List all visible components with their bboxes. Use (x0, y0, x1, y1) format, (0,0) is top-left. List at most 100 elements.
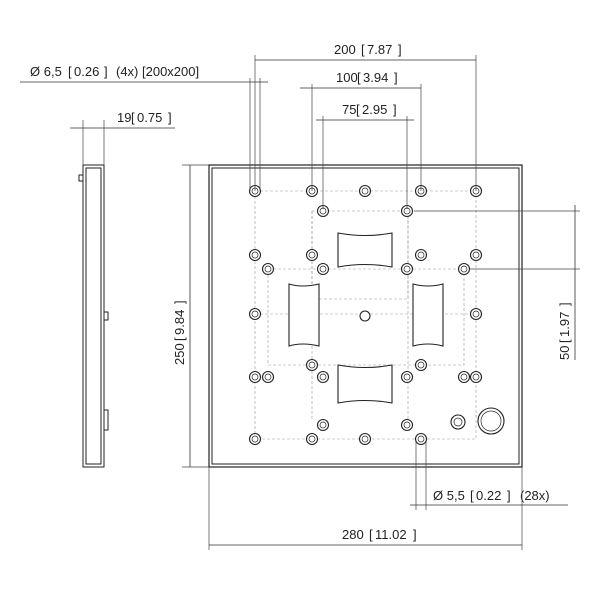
mount-hole-inner (308, 361, 316, 369)
mount-hole (305, 358, 319, 372)
mount-hole-inner (472, 251, 480, 259)
mount-hole (316, 418, 330, 432)
mount-hole-inner (264, 373, 272, 381)
hole-spec-count-label: (4x) [200x200] (116, 64, 199, 79)
cable-slots (288, 232, 444, 404)
bracket-close: ] (507, 488, 511, 503)
mount-hole (316, 262, 330, 276)
dim-100-label: 100 (336, 70, 358, 85)
mount-hole (400, 418, 414, 432)
mount-hole-inner (417, 361, 425, 369)
mount-hole-inner (308, 435, 316, 443)
thickness-label: 19 (117, 110, 131, 125)
bracket-close: ] (398, 42, 402, 57)
mount-hole-inner (251, 435, 259, 443)
mount-hole-inner (361, 435, 369, 443)
mount-hole-inner (403, 373, 411, 381)
mount-hole-inner (417, 435, 425, 443)
mount-hole (457, 262, 471, 276)
side-profile (78, 164, 109, 468)
bracket-open: [ (357, 70, 361, 85)
mount-hole (469, 248, 483, 262)
mount-hole (469, 370, 483, 384)
slot-bottom (337, 364, 393, 404)
mount-hole-inner (319, 421, 327, 429)
dim-75-inch-label: 2.95 (362, 102, 387, 117)
mount-hole-inner (472, 373, 480, 381)
dimension-250: 250 [ 9.84 ] (172, 164, 209, 468)
mount-hole-inner (361, 187, 369, 195)
bracket-close: ] (104, 64, 108, 79)
mount-hole-inner (403, 265, 411, 273)
mount-hole (316, 370, 330, 384)
mount-hole (248, 370, 262, 384)
hole-spec-inch-label: 0.26 (74, 64, 99, 79)
mount-hole (414, 358, 428, 372)
bracket-close: ] (172, 300, 187, 304)
mount-hole (400, 370, 414, 384)
mount-hole-inner (460, 265, 468, 273)
mount-hole (261, 262, 275, 276)
bracket-open: [ (470, 488, 474, 503)
mount-hole (414, 432, 428, 446)
cable-hole (450, 407, 505, 435)
mount-hole-inner (403, 421, 411, 429)
bracket-close: ] (393, 102, 397, 117)
bracket-open: [ (131, 110, 135, 125)
dimension-100: 100 [ 3.94 ] (300, 70, 422, 191)
mount-hole (248, 248, 262, 262)
mount-hole (469, 307, 483, 321)
mount-hole-inner (251, 373, 259, 381)
dimension-50: 50 [ 1.97 ] (414, 205, 580, 360)
mount-hole-inner (319, 265, 327, 273)
mount-hole (305, 248, 319, 262)
slot-top (337, 232, 393, 268)
bracket-open: [ (356, 102, 360, 117)
mount-hole-inner (472, 310, 480, 318)
bracket-open: [ (361, 42, 365, 57)
bracket-close: ] (394, 70, 398, 85)
dim-280-inch-label: 11.02 (375, 527, 407, 542)
mount-hole-inner (264, 265, 272, 273)
bracket-close: ] (168, 110, 172, 125)
small-hole-spec-label: Ø 5,5 (433, 488, 465, 503)
small-hole-callout: Ø 5,5 [ 0.22 ] (28x) (410, 442, 568, 510)
thickness-inch-label: 0.75 (137, 110, 162, 125)
hole-spec-label: Ø 6,5 (30, 64, 62, 79)
mount-hole-inner (251, 310, 259, 318)
dim-280-label: 280 (342, 527, 364, 542)
dim-250-inch-label: 9.84 (172, 310, 187, 335)
mount-hole (414, 248, 428, 262)
mount-hole-inner (319, 373, 327, 381)
mount-hole (248, 307, 262, 321)
bracket-open: [ (557, 339, 572, 343)
mount-hole (358, 184, 372, 198)
dim-200-label: 200 (334, 42, 356, 57)
dim-50-inch-label: 1.97 (557, 312, 572, 337)
thickness-dimension: 19 [ 0.75 ] (70, 110, 175, 165)
bracket-open: [ (172, 337, 187, 341)
center-hole (359, 310, 371, 322)
dimension-75: 75 [ 2.95 ] (316, 102, 414, 209)
dim-50-label: 50 (557, 346, 572, 360)
slot-right (412, 283, 444, 347)
mount-hole-inner (251, 251, 259, 259)
mount-hole (358, 432, 372, 446)
dim-200-inch-label: 7.87 (367, 42, 392, 57)
dim-250-label: 250 (172, 343, 187, 365)
dim-100-inch-label: 3.94 (363, 70, 388, 85)
dimension-200: 200 [ 7.87 ] (254, 42, 477, 191)
hole-spec-callout: Ø 6,5 [ 0.26 ] (4x) [200x200] (20, 64, 268, 191)
slot-left (288, 283, 320, 347)
small-hole-count-label: (28x) (520, 488, 550, 503)
dim-75-label: 75 (342, 102, 356, 117)
bracket-open: [ (369, 527, 373, 542)
mount-hole-inner (308, 251, 316, 259)
mount-hole (261, 370, 275, 384)
bracket-close: ] (557, 302, 572, 306)
small-hole-inch-label: 0.22 (476, 488, 501, 503)
mount-hole (248, 432, 262, 446)
mount-hole-inner (460, 373, 468, 381)
